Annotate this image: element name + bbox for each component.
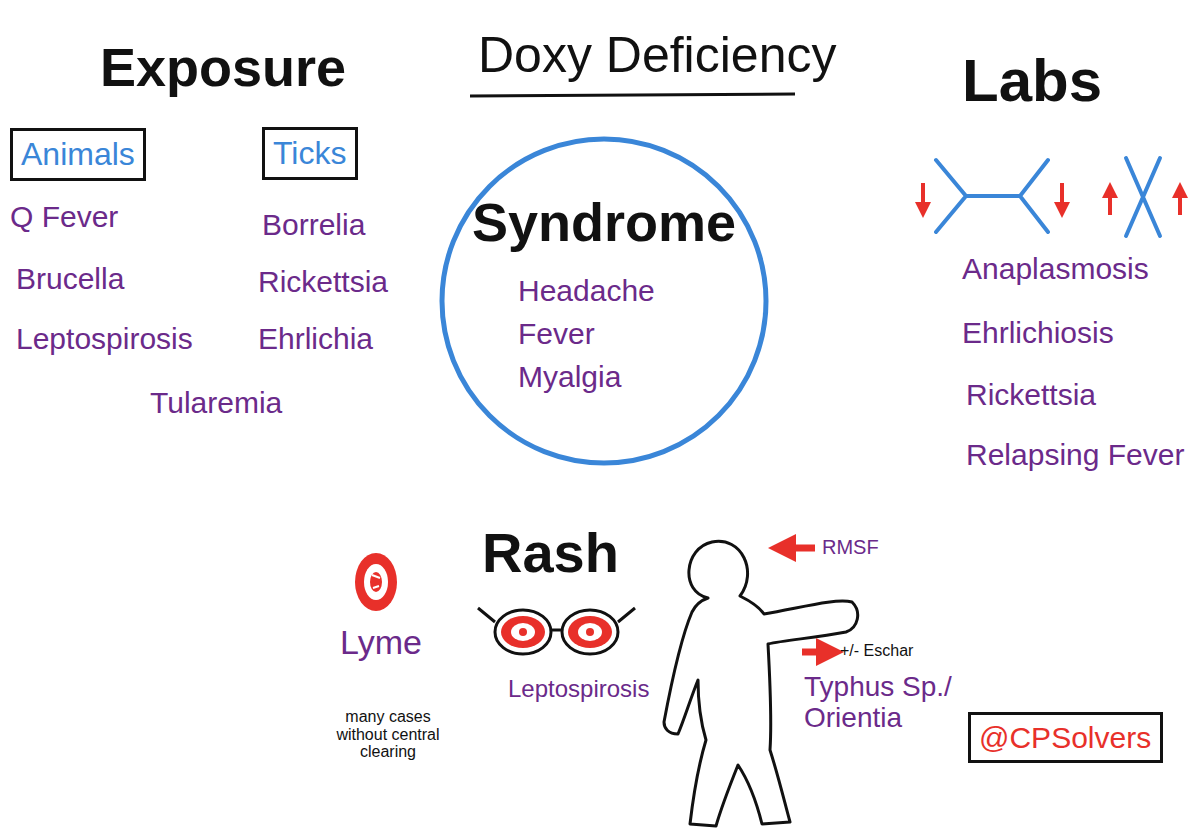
box-label: @CPSolvers xyxy=(979,721,1152,754)
disease-label: Rickettsia xyxy=(258,265,388,298)
disease-label: Leptospirosis xyxy=(508,676,649,702)
box-label: Animals xyxy=(21,137,135,172)
up-arrows xyxy=(1110,190,1180,215)
disease-label: Ehrlichiosis xyxy=(962,316,1114,349)
rash-site-label: RMSF xyxy=(822,536,879,558)
eschar-arrow xyxy=(802,649,830,656)
disease-label: Lyme xyxy=(340,624,422,661)
box-label: Ticks xyxy=(273,136,347,171)
rmsf-arrow xyxy=(782,545,815,552)
title: Doxy Deficiency xyxy=(478,28,836,83)
rash-site-label: +/- Eschar xyxy=(840,642,913,660)
syndrome-heading: Syndrome xyxy=(438,193,770,252)
note: many cases without central clearing xyxy=(318,708,458,761)
section-heading: Labs xyxy=(962,48,1102,114)
disease-label: Tularemia xyxy=(150,386,282,419)
bmp-cross xyxy=(1126,158,1160,236)
cbc-fishbone xyxy=(936,160,1048,232)
section-heading: Exposure xyxy=(100,38,346,97)
section-heading: Rash xyxy=(482,522,619,584)
exposure-box: Animals xyxy=(10,128,146,181)
symptom: Myalgia xyxy=(438,360,770,393)
disease-label: Q Fever xyxy=(10,200,118,233)
disease-label: Anaplasmosis xyxy=(962,252,1149,285)
handle-box: @CPSolvers xyxy=(968,712,1163,763)
disease-label: Leptospirosis xyxy=(16,322,193,355)
lyme-target xyxy=(355,553,397,611)
symptom: Headache xyxy=(438,274,770,307)
red-eyes-glasses xyxy=(478,608,635,654)
down-arrows xyxy=(923,183,1062,210)
disease-label: Borrelia xyxy=(262,208,365,241)
disease-label: Relapsing Fever xyxy=(966,438,1184,471)
disease-label: Rickettsia xyxy=(966,378,1096,411)
disease-label: Ehrlichia xyxy=(258,322,373,355)
disease-label: Typhus Sp./ Orientia xyxy=(804,672,989,734)
exposure-box: Ticks xyxy=(262,127,358,180)
syndrome-circle: SyndromeHeadacheFeverMyalgia xyxy=(438,135,770,467)
symptom: Fever xyxy=(438,317,770,350)
disease-label: Brucella xyxy=(16,262,124,295)
title-underline xyxy=(470,94,795,96)
